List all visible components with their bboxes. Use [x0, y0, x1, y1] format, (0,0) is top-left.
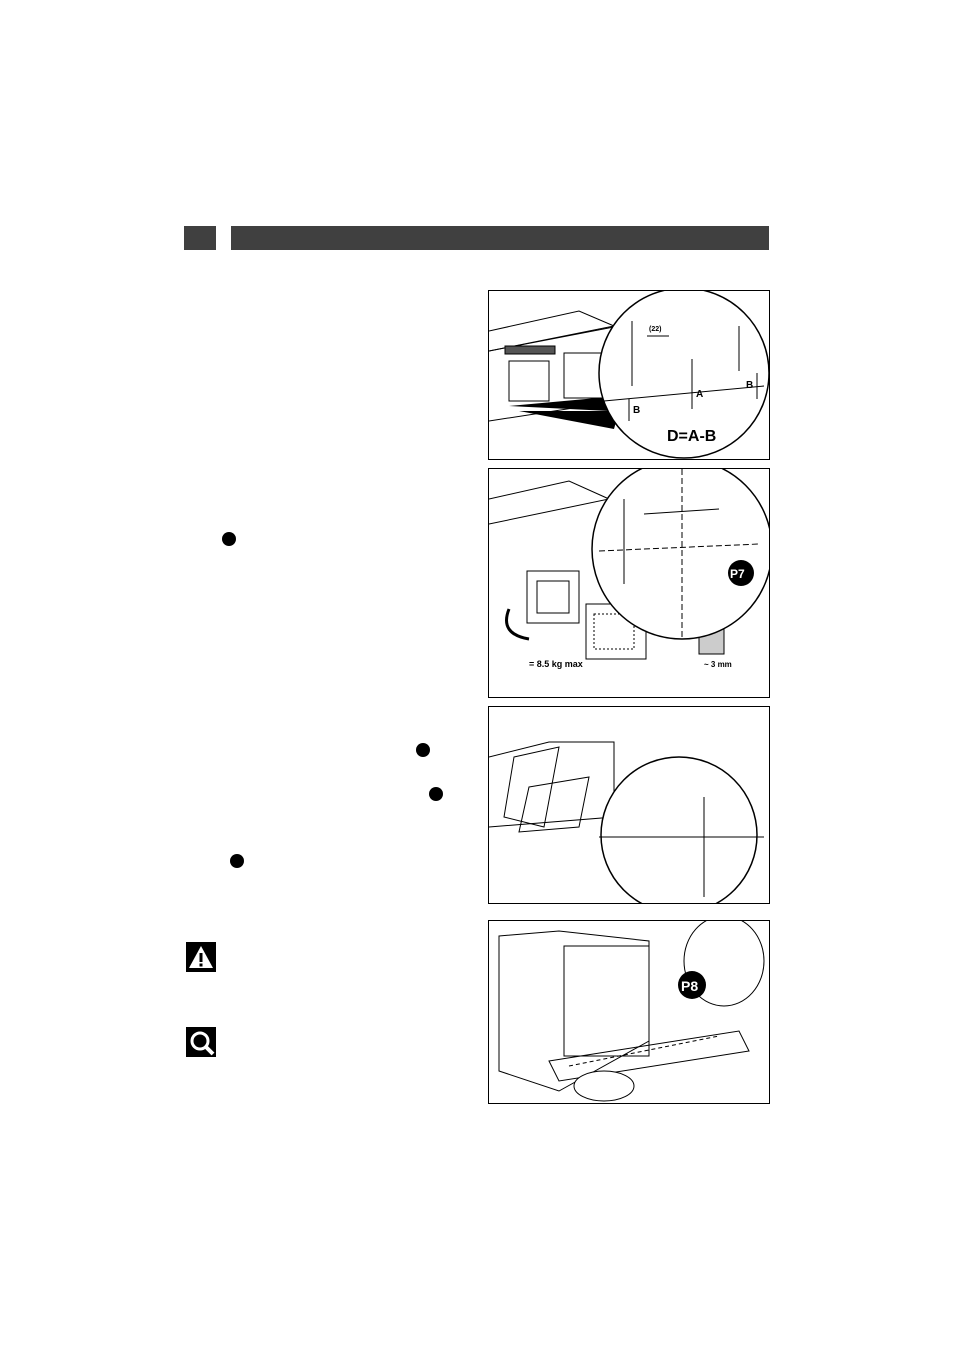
figure-fix-panel: P7 = 8.5 kg max ~ 3 mm — [488, 468, 770, 698]
formula-label: D=A-B — [667, 428, 716, 445]
bullet-marker — [416, 743, 430, 757]
gap-label: ~ 3 mm — [704, 660, 732, 669]
figure-hang-door — [488, 706, 770, 904]
warning-icon — [186, 942, 216, 972]
dim-label: (22) — [649, 326, 661, 333]
bullet-marker — [222, 532, 236, 546]
label-a: A — [696, 389, 703, 400]
label-b-right: B — [746, 380, 753, 391]
page-number-box — [184, 226, 216, 250]
label-b-left: B — [633, 405, 640, 416]
p8-label: P8 — [681, 978, 698, 994]
bullet-marker — [429, 787, 443, 801]
p7-label: P7 — [730, 567, 745, 581]
bullet-marker — [230, 854, 244, 868]
figure-measure-height: (22) A B B D=A-B — [488, 290, 770, 460]
figure-screw-p8: P8 — [488, 920, 770, 1104]
weight-label: = 8.5 kg max — [529, 659, 583, 669]
magnifier-icon — [186, 1027, 216, 1057]
section-header-bar — [231, 226, 769, 250]
